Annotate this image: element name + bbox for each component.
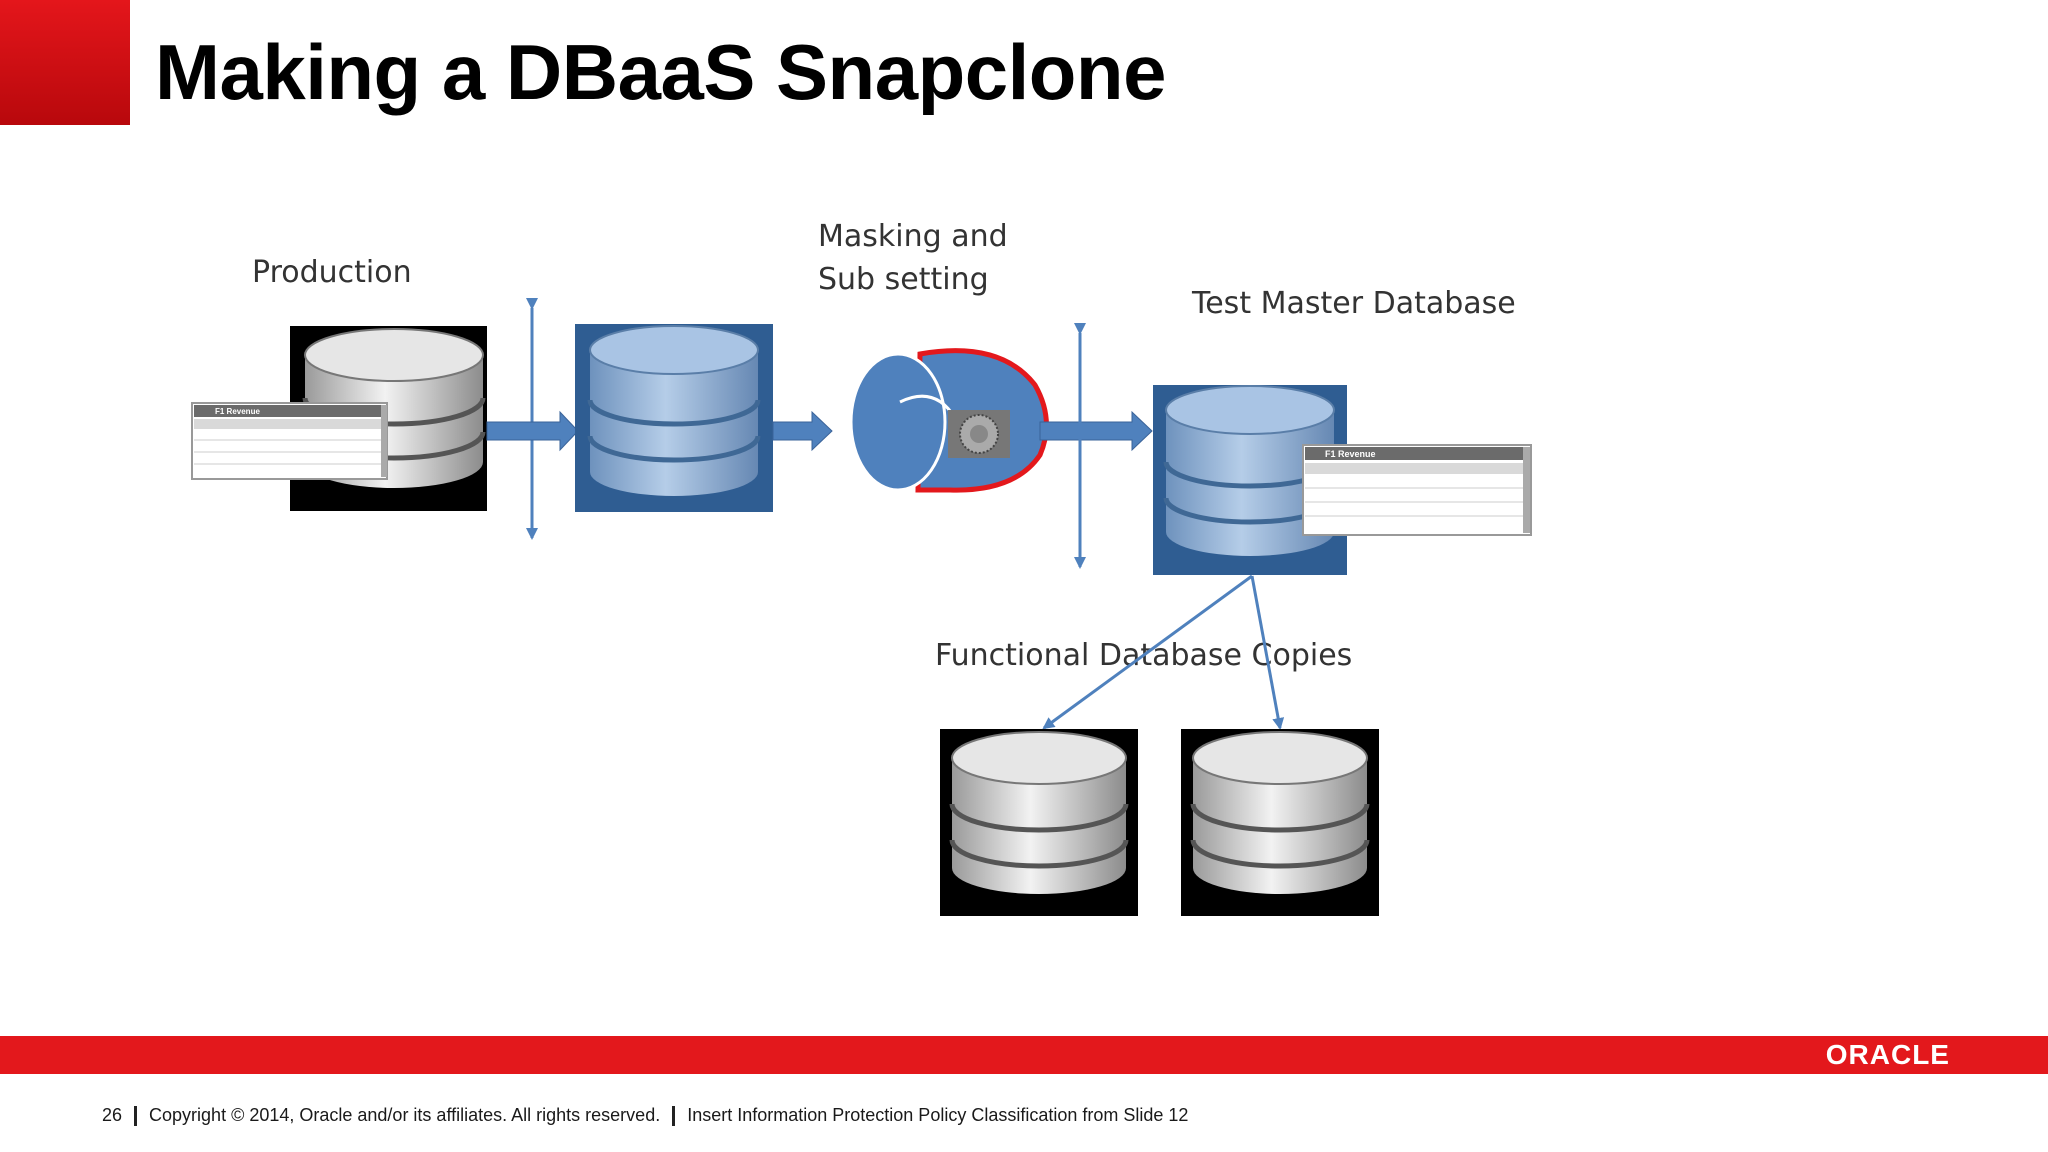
brand-corner-block	[0, 0, 130, 125]
slide-number: 26	[102, 1105, 123, 1125]
footer: 26 Copyright © 2014, Oracle and/or its af…	[102, 1104, 1189, 1127]
classification-text: Insert Information Protection Policy Cla…	[687, 1105, 1189, 1125]
backup-database-icon	[575, 324, 773, 512]
flow-arrow-2	[772, 410, 833, 452]
slide-title: Making a DBaaS Snapclone	[155, 28, 1166, 116]
label-masking-line1: Masking and	[818, 219, 1008, 254]
branch-arrow-right	[1250, 575, 1285, 730]
copyright-text: Copyright © 2014, Oracle and/or its affi…	[149, 1105, 661, 1125]
label-test-master: Test Master Database	[1191, 286, 1516, 321]
branch-arrow-left	[1042, 574, 1253, 730]
flow-arrow-3	[1039, 410, 1153, 452]
functional-copy-database-icon-2	[1181, 729, 1379, 916]
test-master-revenue-thumbnail: F1 Revenue	[1302, 444, 1532, 536]
production-revenue-thumbnail: F1 Revenue	[191, 402, 388, 480]
footer-separator	[672, 1106, 676, 1127]
thumbnail-title: F1 Revenue	[215, 407, 260, 416]
functional-copy-database-icon-1	[940, 729, 1138, 916]
thumbnail-title-2: F1 Revenue	[1325, 449, 1376, 459]
label-masking-line2: Sub setting	[818, 262, 989, 297]
flow-arrow-1	[486, 410, 579, 452]
footer-bar	[0, 1036, 2048, 1074]
masking-icon	[849, 348, 1049, 493]
label-production: Production	[252, 255, 412, 290]
footer-separator	[134, 1106, 138, 1127]
oracle-logo: ORACLE	[1825, 1039, 1950, 1070]
